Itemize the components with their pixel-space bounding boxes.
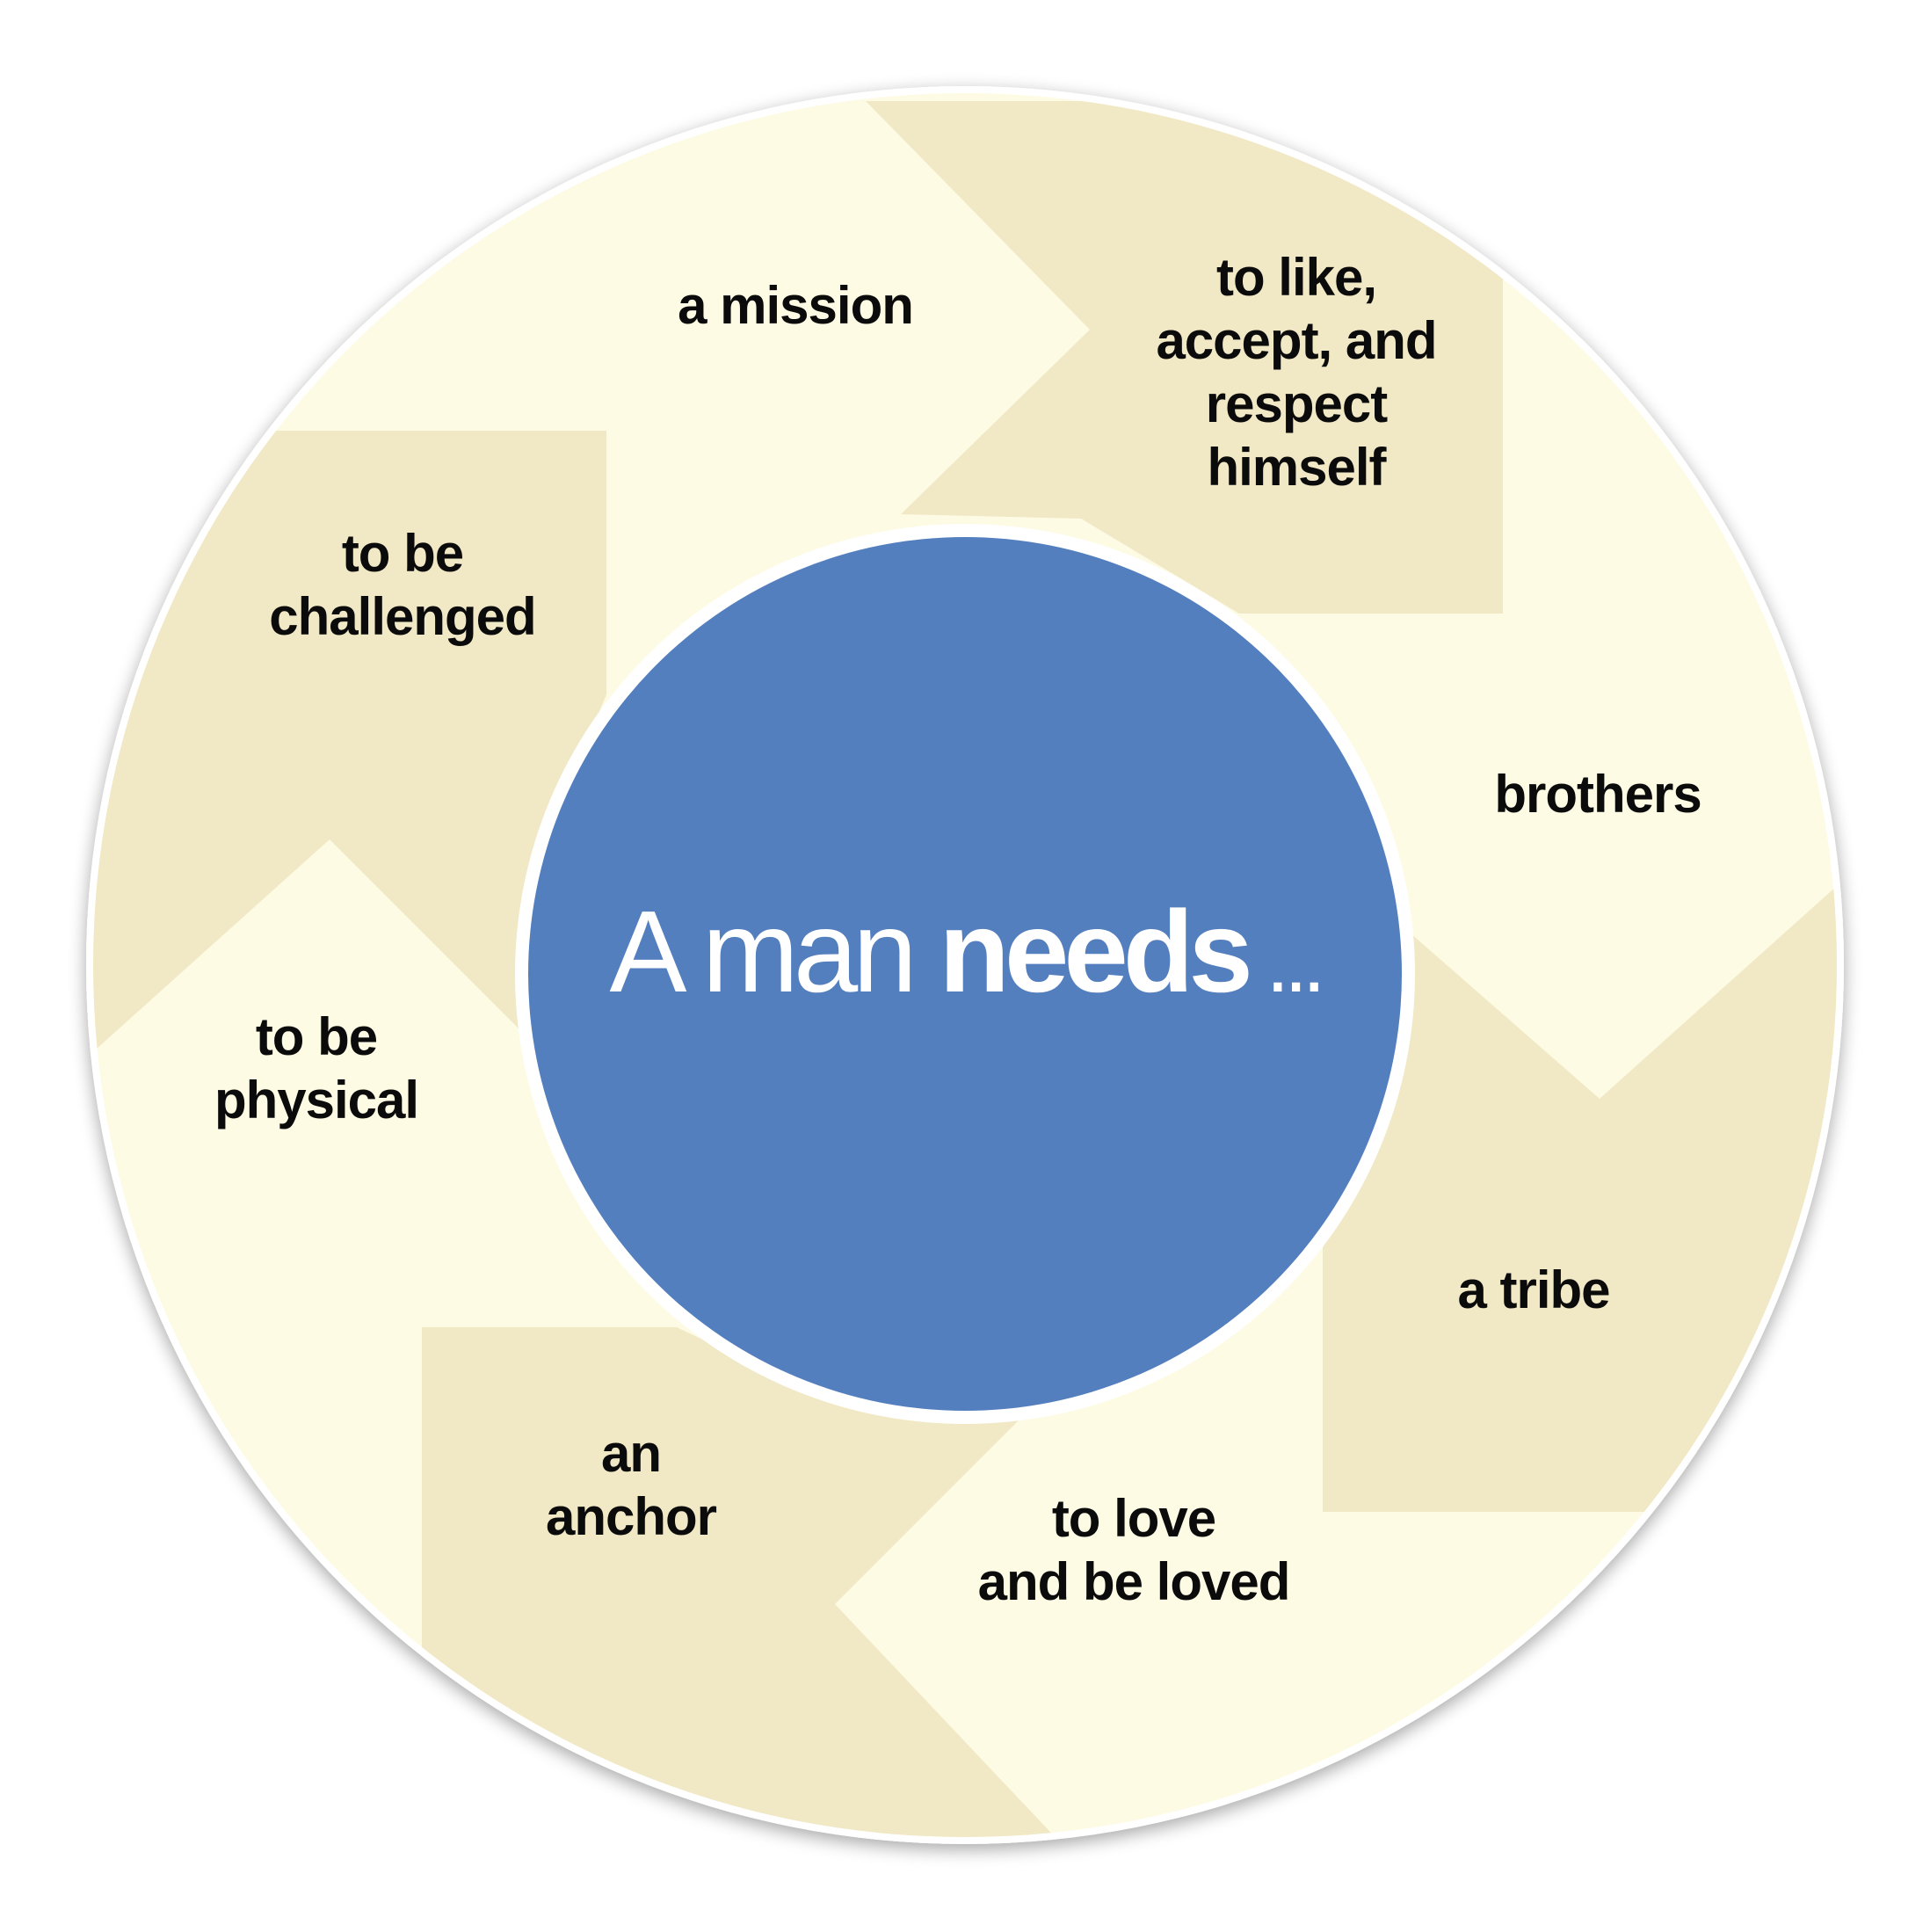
segment-self-respect [866,101,1503,614]
need-label-brothers-line: brothers [1494,765,1701,824]
segment-challenged [93,431,606,1072]
segment-tribe [1323,870,1837,1512]
need-label-anchor-line: anchor [546,1487,717,1546]
need-label-mission-line: a mission [678,276,913,335]
center-title: A man needs ... [609,887,1320,1016]
center-circle [528,537,1402,1411]
need-label-self-respect-line: accept, and [1156,311,1436,370]
need-label-self-respect-line: respect [1206,374,1388,433]
need-label-self-respect-line: himself [1207,438,1387,497]
need-label-tribe-line: a tribe [1457,1260,1609,1319]
need-label-physical-line: physical [214,1071,418,1129]
need-label-brothers: brothers [1494,765,1701,824]
need-label-love-line: to love [1052,1489,1215,1548]
need-label-challenged-line: challenged [269,587,535,646]
need-label-self-respect-line: to like, [1216,248,1376,307]
need-label-mission: a mission [678,276,913,335]
need-label-love-line: and be loved [978,1552,1290,1611]
center-title-lead: A man [609,887,939,1016]
center-title-trail: ... [1248,916,1321,1010]
need-label-anchor-line: an [601,1424,661,1483]
need-label-challenged-line: to be [342,524,463,583]
center-title-emphasis: needs [939,887,1248,1016]
need-label-physical-line: to be [256,1007,377,1066]
need-label-tribe: a tribe [1457,1260,1609,1319]
segment-anchor [422,1327,1063,1837]
chevron-segments [93,101,1837,1837]
